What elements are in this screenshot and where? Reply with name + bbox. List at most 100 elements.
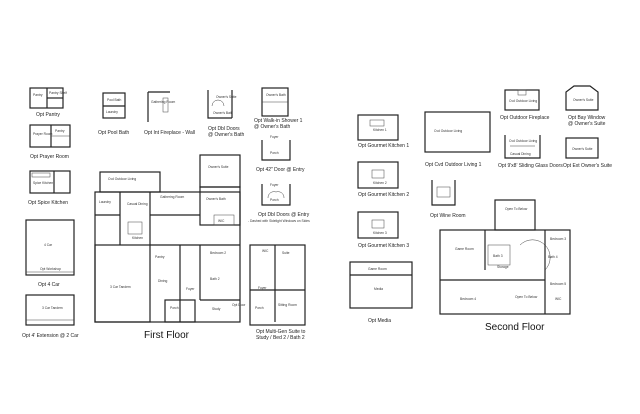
caption-opt-pool-bath: Opt Pool Bath (98, 130, 129, 136)
room-bath-2: Bath 2 (210, 277, 220, 281)
room-study: Study (212, 307, 221, 311)
opt-fireplace-drawing: Gathering Room (147, 91, 175, 122)
room-outdoor-living: Cvd Outdoor Living (509, 99, 537, 103)
room-porch: Porch (170, 306, 179, 310)
room-dining: Dining (158, 279, 168, 283)
room-foyer: Foyer (186, 287, 195, 291)
room-laundry: Laundry (106, 110, 118, 114)
caption-opt-fireplace: Opt Int Fireplace - Wall (144, 130, 195, 136)
room-owners-suite: Owner's Suite (208, 165, 229, 169)
room-wic-2f: WIC (555, 297, 562, 301)
caption-opt-4ft-extension: Opt 4' Extension @ 2 Car (22, 333, 79, 339)
room-porch-dbl: Porch (270, 198, 279, 202)
room-bedroom-3: Bedroom 3 (550, 237, 566, 241)
room-pantry-shelf: Pantry Shelf (49, 91, 67, 95)
opt-wine-room-drawing (431, 180, 456, 206)
opt-4ft-extension-drawing: 3 Car Tandem (25, 294, 75, 326)
room-pantry-main: Pantry (155, 255, 165, 259)
room-wic: WIC (218, 219, 225, 223)
caption-bay-window: Opt Bay Window@ Owner's Suite (568, 115, 606, 127)
opt-sliding-doors-drawing: Cvd Outdoor Living Casual Dining (504, 135, 541, 159)
room-bedroom-4: Bedroom 4 (460, 297, 476, 301)
opt-prayer-room-drawing: Prayer Room Pantry (29, 124, 71, 148)
room-owners-suite-bay: Owner's Suite (573, 98, 594, 102)
opt-pool-bath-drawing: Pool Bath Laundry (102, 92, 126, 119)
room-4-car: 4 Car (44, 243, 53, 247)
room-cvd-outdoor-living: Cvd Outdoor Living (108, 177, 136, 181)
caption-gourmet-1: Opt Gourmet Kitchen 1 (358, 143, 409, 149)
room-open-below: Open To Below (505, 207, 528, 211)
opt-gourmet-kitchen-3-drawing: Kitchen 3 (357, 211, 399, 239)
room-bath-4: Bath 4 (548, 255, 558, 259)
opt-spice-kitchen-drawing: Spice Kitchen (29, 170, 71, 194)
caption-opt-4-car: Opt 4 Car (38, 282, 60, 288)
room-owners-suite-ext: Owner's Suite (572, 147, 593, 151)
title-first-floor: First Floor (144, 330, 190, 341)
room-kitchen: Kitchen (132, 236, 143, 240)
room-suite-mg: Suite (282, 251, 290, 255)
opt-media-drawing: Game Room Media (349, 261, 413, 309)
caption-opt-dbl-doors-entry-note: - Dashed with Sidelight Windows on Sides (248, 219, 310, 223)
opt-gourmet-kitchen-1-drawing: Kitchen 1 (357, 114, 399, 141)
room-pantry-2: Pantry (55, 129, 65, 133)
room-pantry: Pantry (33, 93, 43, 97)
opt-outdoor-fireplace-drawing: Cvd Outdoor Living (504, 89, 540, 111)
opt-covered-outdoor-drawing: Cvd Outdoor Living (424, 111, 491, 153)
caption-gourmet-3: Opt Gourmet Kitchen 3 (358, 243, 409, 249)
room-foyer-dbl: Foyer (270, 183, 279, 187)
room-spice: Spice Kitchen (33, 181, 53, 185)
title-second-floor: Second Floor (485, 322, 545, 333)
room-storage: Storage (497, 265, 509, 269)
opt-dbl-doors-entry-drawing: Foyer Porch (261, 183, 291, 206)
room-bedroom-2: Bedroom 2 (210, 251, 226, 255)
opt-dbl-doors-owner-drawing: Owner's Suite Owner's Bath (207, 90, 237, 119)
caption-ext-owners: Opt Ext Owner's Suite (563, 163, 612, 169)
caption-wine-room: Opt Wine Room (430, 213, 466, 219)
room-kitchen-1: Kitchen 1 (373, 128, 387, 132)
room-media: Media (374, 287, 383, 291)
caption-covered-outdoor: Opt Cvd Outdoor Living 1 (425, 162, 482, 168)
caption-opt-walkin-shower: Opt Walk-in Shower 1@ Owner's Bath (254, 118, 303, 130)
room-3-car-tandem: 3 Car Tandem (110, 285, 131, 289)
room-sitting-mg: Sitting Room (278, 303, 297, 307)
caption-sliding-doors: Opt 9'x8' Sliding Glass Doors (498, 163, 563, 169)
caption-opt-dbl-doors-owner: Opt Dbl Doors@ Owner's Bath (208, 126, 245, 138)
room-porch-42: Porch (270, 151, 279, 155)
opt-bay-window-drawing: Owner's Suite (565, 85, 599, 111)
caption-opt-42-door: Opt 42" Door @ Entry (256, 167, 305, 173)
room-foyer-mg: Foyer (258, 286, 267, 290)
room-game-room-media: Game Room (368, 267, 387, 271)
room-open-below-2: Open To Below (515, 295, 538, 299)
room-outdoor-living-sliding: Cvd Outdoor Living (509, 139, 537, 143)
room-owners-bath-shower: Owner's Bath (266, 93, 286, 97)
room-casual-dining: Casual Dining (127, 202, 148, 206)
opt-4-car-drawing: 4 Car Opt Workshop (25, 219, 75, 276)
caption-opt-spice-kitchen: Opt Spice Kitchen (28, 200, 68, 206)
caption-outdoor-fireplace: Opt Outdoor Fireplace (500, 115, 550, 121)
caption-opt-pantry: Opt Pantry (36, 112, 60, 118)
room-opt-door-mg: Opt Door (232, 303, 246, 307)
room-laundry-main: Laundry (99, 200, 111, 204)
room-wic-mg: WIC (262, 249, 269, 253)
room-kitchen-3: Kitchen 3 (373, 231, 387, 235)
second-floor-plan: Open To Below Game Room Bath 3 Storage B… (439, 199, 571, 315)
room-foyer-42: Foyer (270, 135, 279, 139)
room-pool-bath: Pool Bath (107, 98, 121, 102)
room-owners-bath: Owner's Bath (206, 197, 226, 201)
caption-opt-dbl-doors-entry: Opt Dbl Doors @ Entry (258, 212, 310, 218)
caption-opt-prayer-room: Opt Prayer Room (30, 154, 69, 160)
opt-ext-owners-drawing: Owner's Suite (565, 137, 599, 159)
opt-gourmet-kitchen-2-drawing: Kitchen 2 (357, 161, 399, 189)
room-bath-3: Bath 3 (493, 254, 503, 258)
room-2-car-tandem: 3 Car Tandem (42, 306, 63, 310)
room-prayer: Prayer Room (33, 132, 53, 136)
room-kitchen-2: Kitchen 2 (373, 181, 387, 185)
opt-42-door-drawing: Foyer Porch (261, 135, 291, 161)
caption-media: Opt Media (368, 318, 391, 324)
opt-walkin-shower-drawing: Owner's Bath (261, 87, 289, 117)
room-owners-bath-opt: Owner's Bath (213, 111, 233, 115)
room-casual-dining-sliding: Casual Dining (510, 152, 531, 156)
room-bedroom-5: Bedroom 5 (550, 282, 566, 286)
